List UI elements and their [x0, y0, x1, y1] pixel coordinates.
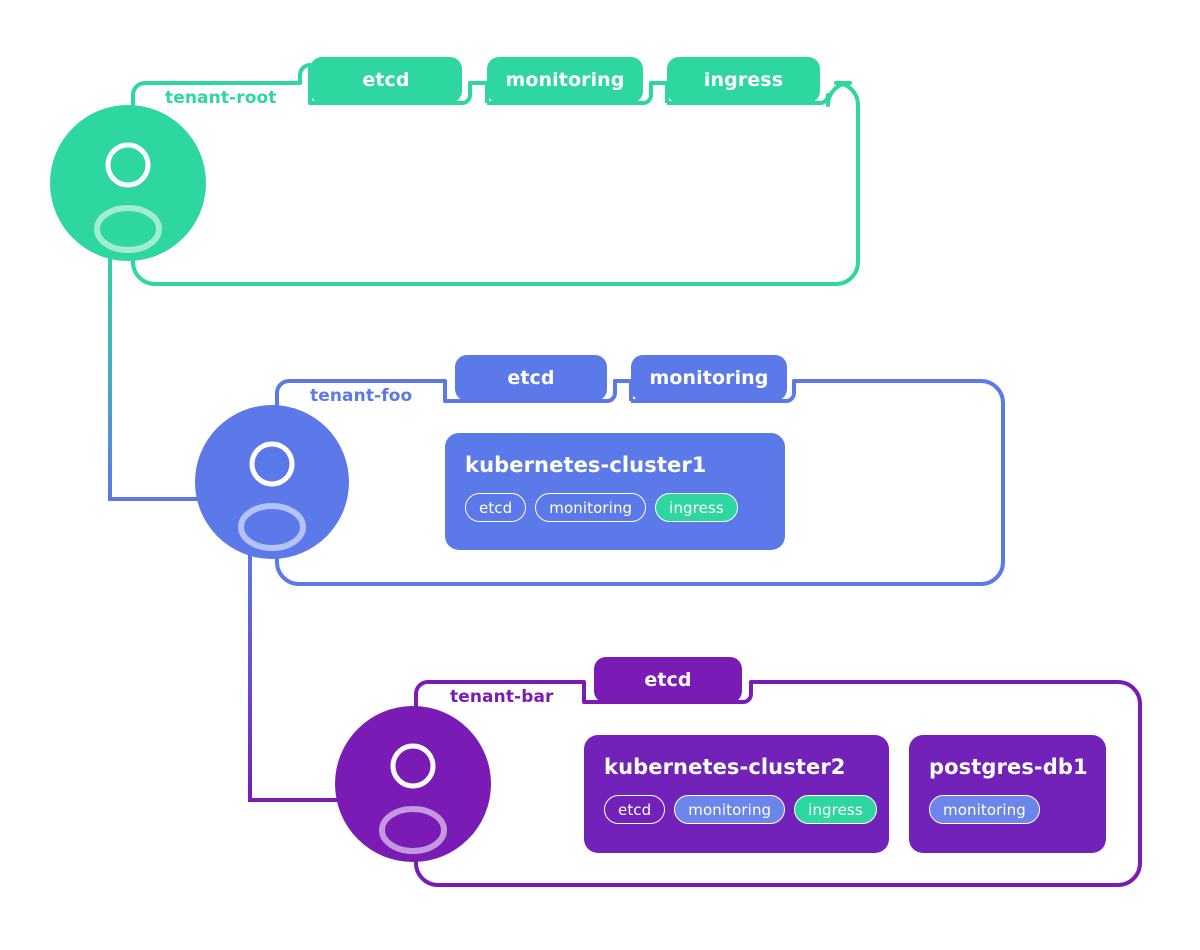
tenant-bar-avatar[interactable]: [335, 706, 491, 862]
tenant-root-pill-etcd[interactable]: etcd: [310, 57, 462, 103]
tenant-group-foo: tenant-foo etcd monitoring kubernetes-cl…: [0, 300, 1200, 620]
avatar-head-icon: [249, 441, 295, 487]
avatar-head-icon: [390, 743, 436, 789]
resource-card-postgres-db1[interactable]: postgres-db1 monitoring: [909, 735, 1106, 853]
card-title: postgres-db1: [929, 755, 1088, 779]
avatar-body-icon: [238, 503, 306, 551]
card-chip-list: etcd monitoring ingress: [465, 493, 765, 522]
card-chip-list: etcd monitoring ingress: [604, 795, 877, 824]
resource-card-kubernetes-cluster1[interactable]: kubernetes-cluster1 etcd monitoring ingr…: [445, 433, 785, 550]
chip-etcd[interactable]: etcd: [604, 795, 666, 824]
avatar-body-icon: [379, 806, 447, 854]
tenant-bar-label: tenant-bar: [450, 687, 554, 707]
card-title: kubernetes-cluster2: [604, 755, 846, 779]
resource-card-kubernetes-cluster2[interactable]: kubernetes-cluster2 etcd monitoring ingr…: [584, 735, 889, 853]
tenant-foo-avatar[interactable]: [195, 405, 353, 559]
chip-ingress[interactable]: ingress: [794, 795, 877, 824]
chip-monitoring[interactable]: monitoring: [535, 493, 647, 522]
card-title: kubernetes-cluster1: [465, 453, 707, 477]
tenant-bar-pill-etcd[interactable]: etcd: [594, 657, 742, 703]
chip-ingress[interactable]: ingress: [655, 493, 738, 522]
tenant-foo-pill-etcd[interactable]: etcd: [455, 355, 607, 401]
tenant-root-avatar[interactable]: [50, 105, 210, 261]
tenant-root-pill-monitoring[interactable]: monitoring: [487, 57, 643, 103]
tenant-root-label: tenant-root: [165, 88, 277, 108]
avatar-body-icon: [94, 205, 162, 253]
avatar-head-icon: [105, 142, 151, 188]
tenant-group-bar: tenant-bar etcd kubernetes-cluster2 etcd…: [0, 600, 1200, 930]
tenant-foo-pill-monitoring[interactable]: monitoring: [631, 355, 787, 401]
chip-monitoring[interactable]: monitoring: [674, 795, 786, 824]
tenant-group-root: tenant-root etcd monitoring ingress: [0, 0, 1200, 320]
card-chip-list: monitoring: [929, 795, 1086, 824]
tenant-root-pill-ingress[interactable]: ingress: [667, 57, 820, 103]
chip-etcd[interactable]: etcd: [465, 493, 527, 522]
chip-monitoring[interactable]: monitoring: [929, 795, 1040, 824]
tenant-foo-label: tenant-foo: [310, 386, 413, 406]
